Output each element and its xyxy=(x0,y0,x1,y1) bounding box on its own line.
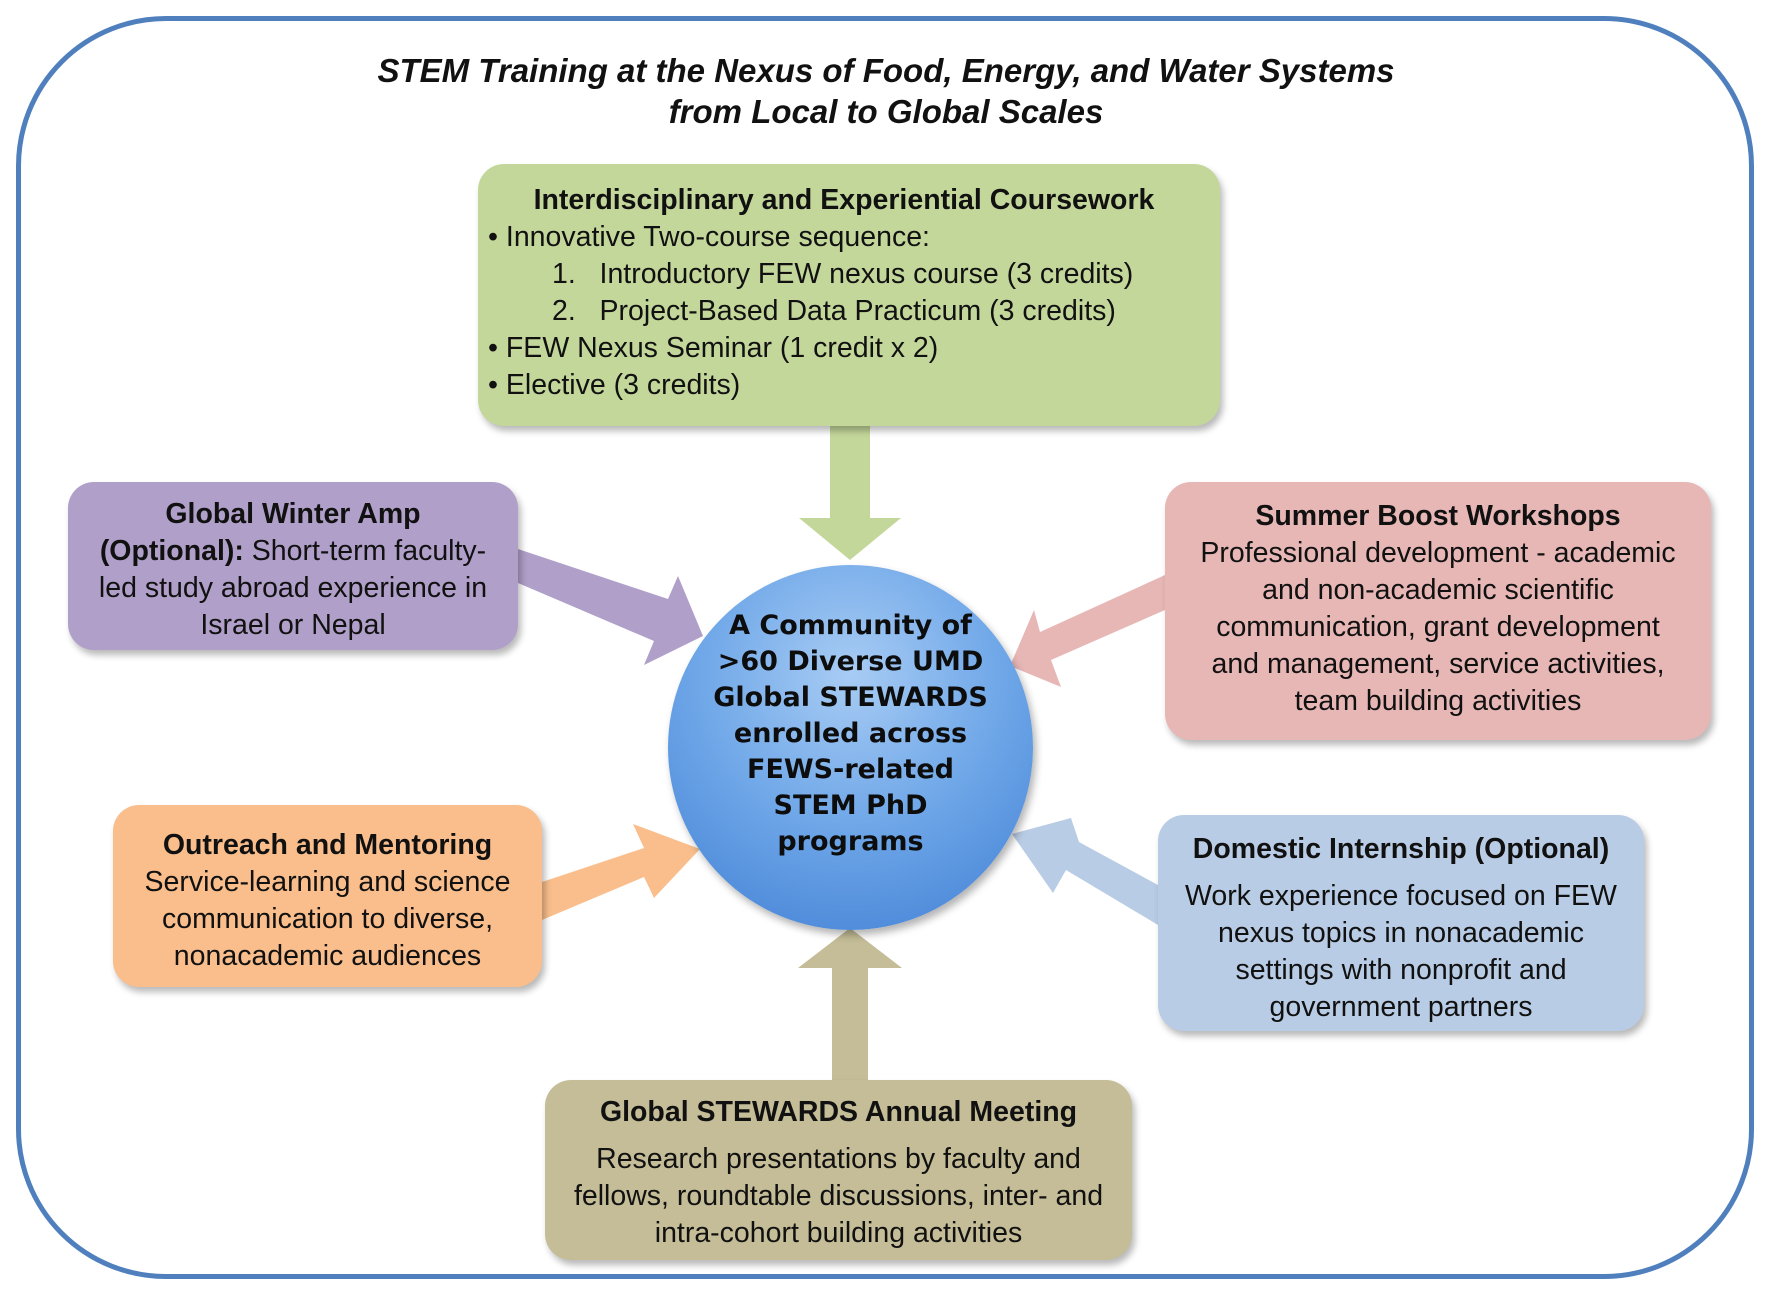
coursework-bullet: • FEW Nexus Seminar (1 credit x 2) xyxy=(488,332,939,364)
arrow-domestic xyxy=(1012,818,1158,925)
center-community-circle: A Community of >60 Diverse UMD Global ST… xyxy=(668,565,1033,930)
summer-text: Professional development - academic xyxy=(1200,537,1676,569)
center-text: A Community of >60 Diverse UMD Global ST… xyxy=(696,608,1006,860)
diagram-title: STEM Training at the Nexus of Food, Ener… xyxy=(0,50,1772,132)
domestic-text: government partners xyxy=(1269,991,1533,1023)
title-line-2: from Local to Global Scales xyxy=(668,93,1104,130)
winter-text: Israel or Nepal xyxy=(200,609,386,641)
outreach-heading: Outreach and Mentoring xyxy=(162,829,493,861)
annual-meeting-box: Global STEWARDS Annual Meeting Research … xyxy=(545,1080,1132,1260)
coursework-bullet: • Elective (3 credits) xyxy=(488,369,741,401)
summer-boost-box: Summer Boost Workshops Professional deve… xyxy=(1165,482,1711,740)
winter-text: Short-term faculty- xyxy=(243,535,487,567)
annual-text: fellows, roundtable discussions, inter- … xyxy=(573,1180,1104,1212)
center-line: >60 Diverse UMD xyxy=(717,645,984,677)
summer-heading: Summer Boost Workshops xyxy=(1255,500,1621,532)
coursework-bullet: • Innovative Two-course sequence: xyxy=(488,221,930,253)
outreach-text: nonacademic audiences xyxy=(173,940,482,972)
arrow-annual xyxy=(798,928,902,1080)
center-line: programs xyxy=(777,825,924,857)
title-line-1: STEM Training at the Nexus of Food, Ener… xyxy=(377,52,1395,89)
summer-text: and non-academic scientific xyxy=(1262,574,1614,606)
winter-text: led study abroad experience in xyxy=(98,572,488,604)
coursework-heading: Interdisciplinary and Experiential Cours… xyxy=(533,184,1155,216)
center-line: Global STEWARDS xyxy=(713,681,988,713)
arrow-outreach xyxy=(542,824,700,920)
outreach-text: communication to diverse, xyxy=(161,903,494,935)
summer-text: team building activities xyxy=(1294,685,1582,717)
annual-heading: Global STEWARDS Annual Meeting xyxy=(599,1096,1078,1128)
domestic-internship-box: Domestic Internship (Optional) Work expe… xyxy=(1158,815,1644,1031)
summer-text: communication, grant development xyxy=(1216,611,1660,643)
domestic-text: Work experience focused on FEW xyxy=(1185,880,1617,912)
domestic-heading: Domestic Internship (Optional) xyxy=(1192,833,1610,865)
center-line: FEWS-related xyxy=(747,753,954,785)
outreach-text: Service-learning and science xyxy=(144,866,511,898)
outreach-box: Outreach and Mentoring Service-learning … xyxy=(113,805,542,987)
annual-text: intra-cohort building activities xyxy=(654,1217,1023,1249)
domestic-text: nexus topics in nonacademic xyxy=(1218,917,1584,949)
winter-optional-label: (Optional): xyxy=(99,535,244,567)
coursework-box: Interdisciplinary and Experiential Cours… xyxy=(478,164,1220,426)
arrow-coursework xyxy=(799,426,901,560)
winter-heading: Global Winter Amp xyxy=(165,498,421,530)
annual-text: Research presentations by faculty and xyxy=(596,1143,1081,1175)
arrow-summer xyxy=(1010,575,1165,687)
coursework-numbered-item: 1. Introductory FEW nexus course (3 cred… xyxy=(552,258,1134,290)
center-line: enrolled across xyxy=(733,717,968,749)
arrow-winter xyxy=(518,549,703,665)
center-line: A Community of xyxy=(729,609,972,641)
coursework-numbered-item: 2. Project-Based Data Practicum (3 credi… xyxy=(552,295,1116,327)
center-line: STEM PhD xyxy=(773,789,928,821)
summer-text: and management, service activities, xyxy=(1211,648,1665,680)
winter-amp-box: Global Winter Amp (Optional): Short-term… xyxy=(68,482,518,650)
domestic-text: settings with nonprofit and xyxy=(1235,954,1567,986)
